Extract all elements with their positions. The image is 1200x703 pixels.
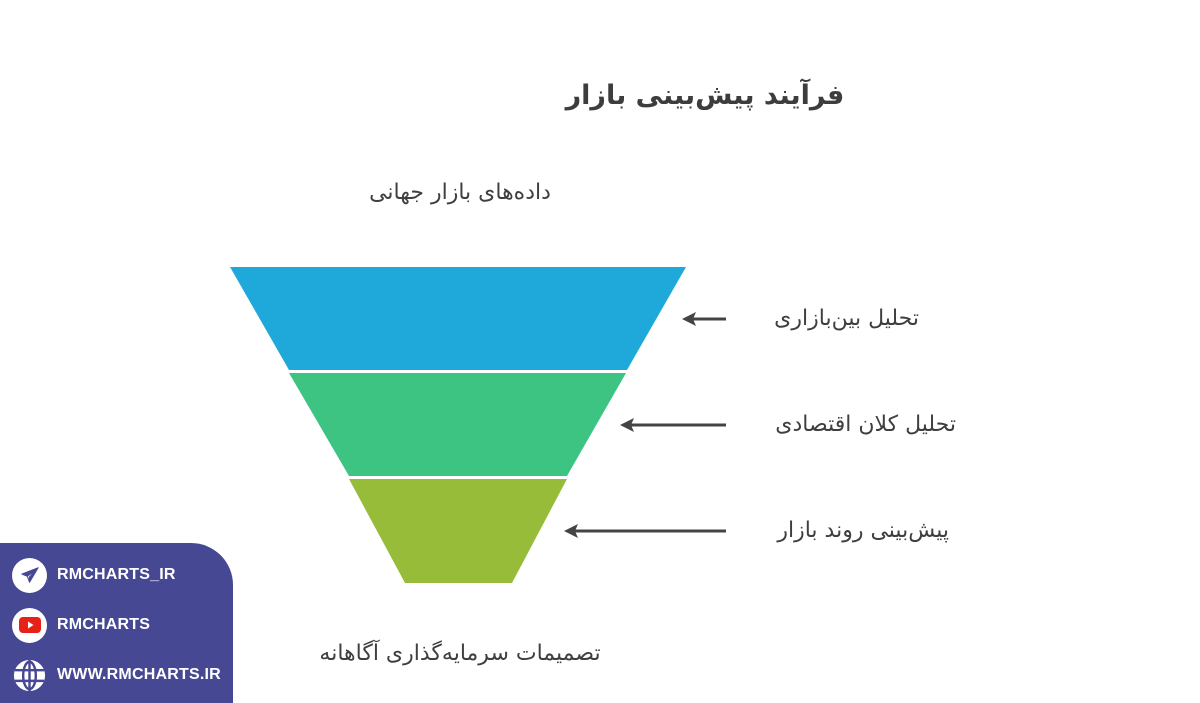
youtube-link[interactable]: RMCHARTS <box>12 607 150 643</box>
telegram-link[interactable]: RMCHARTS_IR <box>12 557 176 593</box>
funnel-layer-3 <box>349 479 567 583</box>
telegram-icon <box>12 557 47 593</box>
arrow-icon <box>620 418 726 432</box>
funnel-layer-1 <box>230 267 686 370</box>
arrow-icon <box>682 312 726 326</box>
globe-icon <box>12 658 47 693</box>
telegram-handle: RMCHARTS_IR <box>57 566 176 583</box>
website-link[interactable]: WWW.RMCHARTS.IR <box>12 657 221 693</box>
youtube-icon <box>12 607 47 643</box>
website-url: WWW.RMCHARTS.IR <box>57 666 221 683</box>
funnel-input-label: داده‌های بازار جهانی <box>369 180 551 205</box>
diagram-title: فرآیند پیش‌بینی بازار <box>565 80 845 111</box>
layer-label-intermarket: تحلیل بین‌بازاری <box>774 306 919 331</box>
arrow-icon <box>564 524 726 538</box>
youtube-handle: RMCHARTS <box>57 616 151 633</box>
social-links-panel: RMCHARTS_IR RMCHARTS WWW.RMCHARTS.IR <box>0 543 233 703</box>
layer-label-trend-forecast: پیش‌بینی روند بازار <box>777 518 949 543</box>
layer-label-macroeconomic: تحلیل کلان اقتصادی <box>775 412 956 437</box>
funnel-output-label: تصمیمات سرمایه‌گذاری آگاهانه <box>319 641 601 666</box>
funnel-layer-2 <box>289 373 626 476</box>
